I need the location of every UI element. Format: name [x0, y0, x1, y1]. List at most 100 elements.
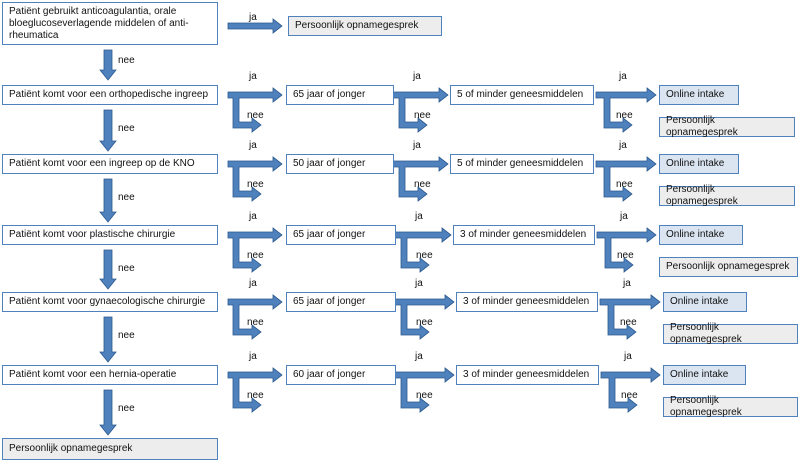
outcome-online-intake-box: Online intake: [663, 292, 747, 312]
procedure-condition-text: Patiënt komt voor een hernia-operatie: [9, 369, 177, 380]
arrow-no-down: [99, 249, 117, 290]
outcome-personal-text: Persoonlijk opnamegesprek: [295, 20, 419, 31]
procedure-condition-box: Patiënt komt voor gynaecologische chirur…: [2, 292, 218, 312]
outcome-personal-text: Persoonlijk opnamegesprek: [670, 395, 742, 418]
label-yes: ja: [620, 211, 628, 222]
label-yes: ja: [249, 211, 257, 222]
outcome-online-intake-text: Online intake: [670, 296, 729, 307]
label-no: nee: [118, 55, 135, 66]
label-yes: ja: [623, 278, 631, 289]
label-no: nee: [118, 330, 135, 341]
procedure-condition-text: Patiënt komt voor gynaecologische chirur…: [9, 296, 206, 307]
procedure-condition-text: Patiënt komt voor een ingreep op de KNO: [9, 158, 195, 169]
age-condition-text: 60 jaar of jonger: [293, 369, 366, 380]
outcome-personal-box: Persoonlijk opnamegesprek: [659, 257, 798, 277]
arrow-age-to-medication: [391, 156, 449, 202]
label-no: nee: [247, 390, 264, 401]
arrow-no-down: [99, 178, 117, 223]
age-condition-text: 65 jaar of jonger: [293, 229, 366, 240]
label-yes: ja: [249, 278, 257, 289]
outcome-online-intake-box: Online intake: [659, 225, 743, 245]
medication-condition-text: 3 of minder geneesmiddelen: [463, 296, 590, 307]
procedure-condition-box: Patiënt komt voor een hernia-operatie: [2, 365, 218, 385]
label-no: nee: [621, 390, 638, 401]
procedure-condition-box: Patiënt komt voor een orthopedische ingr…: [2, 85, 218, 105]
label-yes: ja: [415, 351, 423, 362]
condition-medication-box: Patiënt gebruikt anticoagulantia, orale …: [2, 2, 218, 45]
outcome-online-intake-text: Online intake: [666, 158, 725, 169]
medication-condition-text: 3 of minder geneesmiddelen: [460, 229, 587, 240]
arrow-procedure-to-age: [227, 294, 283, 340]
label-yes: ja: [249, 351, 257, 362]
label-yes: ja: [413, 140, 421, 151]
age-condition-box: 65 jaar of jonger: [286, 85, 394, 105]
arrow-no-down: [99, 316, 117, 363]
final-outcome-box: Persoonlijk opnamegesprek: [2, 438, 218, 460]
condition-medication-text: Patiënt gebruikt anticoagulantia, orale …: [9, 5, 189, 41]
label-yes: ja: [619, 140, 627, 151]
procedure-condition-box: Patiënt komt voor een ingreep op de KNO: [2, 154, 218, 174]
age-condition-box: 65 jaar of jonger: [286, 292, 396, 312]
label-no: nee: [616, 179, 633, 190]
outcome-personal-text: Persoonlijk opnamegesprek: [666, 261, 790, 272]
outcome-personal-box: Persoonlijk opnamegesprek: [663, 395, 798, 418]
arrow-no-down: [99, 389, 117, 436]
label-yes: ja: [249, 12, 257, 23]
age-condition-text: 65 jaar of jonger: [293, 296, 366, 307]
arrow-medication-to-outcome: [599, 294, 661, 340]
label-yes: ja: [415, 278, 423, 289]
label-yes: ja: [249, 140, 257, 151]
procedure-condition-text: Patiënt komt voor plastische chirurgie: [9, 229, 176, 240]
outcome-online-intake-box: Online intake: [663, 365, 746, 385]
medication-condition-box: 3 of minder geneesmiddelen: [456, 292, 598, 312]
arrow-procedure-to-age: [227, 156, 283, 202]
arrow-procedure-to-age: [227, 367, 283, 413]
age-condition-box: 50 jaar of jonger: [286, 154, 394, 174]
outcome-personal-text: Persoonlijk opnamegesprek: [666, 184, 738, 207]
medication-condition-box: 3 of minder geneesmiddelen: [453, 225, 595, 245]
label-no: nee: [247, 179, 264, 190]
label-no: nee: [416, 317, 433, 328]
label-yes: ja: [413, 71, 421, 82]
label-yes: ja: [415, 211, 423, 222]
label-no: nee: [616, 110, 633, 121]
arrow-yes-intro: [227, 18, 283, 34]
outcome-online-intake-text: Online intake: [670, 369, 729, 380]
label-no: nee: [118, 123, 135, 134]
label-yes: ja: [249, 71, 257, 82]
label-no: nee: [416, 390, 433, 401]
age-condition-box: 65 jaar of jonger: [286, 225, 396, 245]
medication-condition-text: 5 of minder geneesmiddelen: [457, 158, 584, 169]
arrow-procedure-to-age: [227, 227, 283, 273]
arrow-age-to-medication: [391, 87, 449, 133]
label-no: nee: [617, 250, 634, 261]
outcome-personal-box: Persoonlijk opnamegesprek: [663, 322, 798, 345]
label-no: nee: [414, 179, 431, 190]
medication-condition-text: 5 of minder geneesmiddelen: [457, 89, 584, 100]
label-no: nee: [416, 250, 433, 261]
final-outcome-text: Persoonlijk opnamegesprek: [9, 443, 133, 454]
arrow-procedure-to-age: [227, 87, 283, 133]
outcome-personal-text: Persoonlijk opnamegesprek: [666, 115, 738, 138]
label-no: nee: [247, 110, 264, 121]
medication-condition-text: 3 of minder geneesmiddelen: [463, 369, 590, 380]
age-condition-text: 65 jaar of jonger: [293, 89, 366, 100]
outcome-personal-box: Persoonlijk opnamegesprek: [659, 115, 795, 138]
label-no: nee: [118, 403, 135, 414]
arrow-age-to-medication: [393, 367, 455, 413]
outcome-personal-box: Persoonlijk opnamegesprek: [288, 16, 442, 36]
age-condition-box: 60 jaar of jonger: [286, 365, 396, 385]
outcome-personal-text: Persoonlijk opnamegesprek: [670, 322, 742, 345]
label-no: nee: [247, 250, 264, 261]
label-yes: ja: [619, 71, 627, 82]
outcome-online-intake-text: Online intake: [666, 229, 725, 240]
arrow-medication-to-outcome: [600, 367, 661, 413]
medication-condition-box: 5 of minder geneesmiddelen: [450, 85, 594, 105]
arrow-age-to-medication: [393, 227, 452, 273]
label-no: nee: [247, 317, 264, 328]
arrow-no-down: [99, 109, 117, 152]
procedure-condition-text: Patiënt komt voor een orthopedische ingr…: [9, 89, 209, 100]
arrow-age-to-medication: [393, 294, 455, 340]
